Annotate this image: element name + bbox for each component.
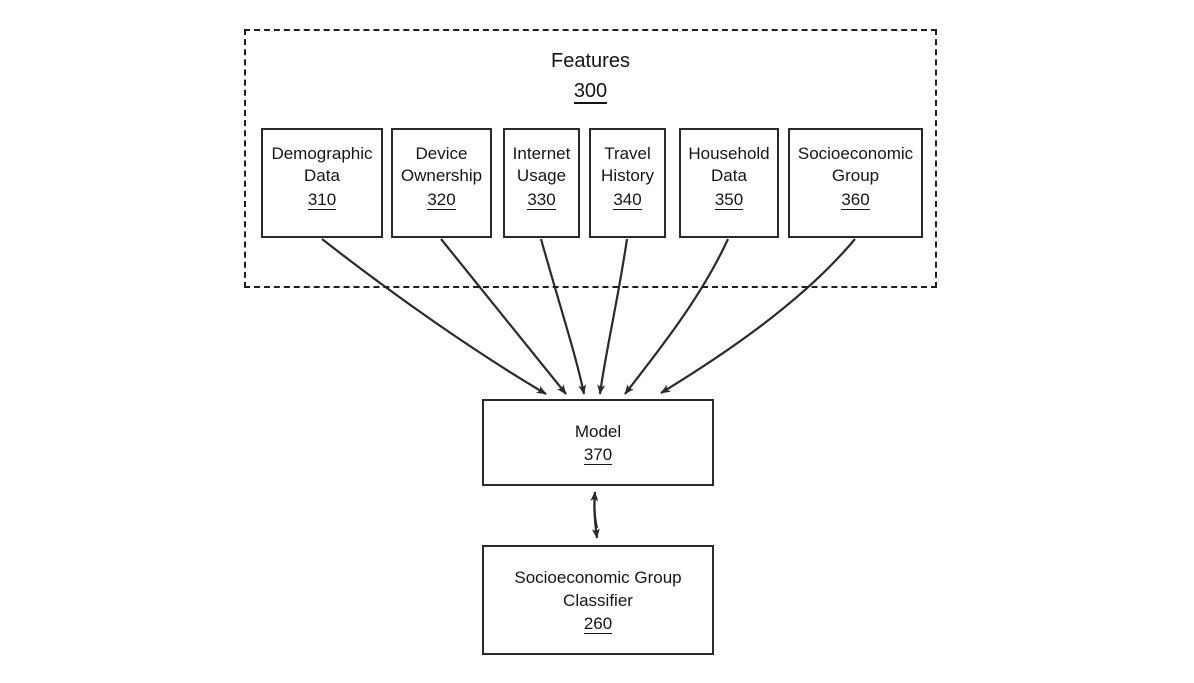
feature-box-travel-history-line1: Travel xyxy=(604,144,651,163)
feature-box-demographic-data-line2: Data xyxy=(304,166,340,185)
feature-box-travel-history[interactable]: Travel History 340 xyxy=(589,128,666,238)
classifier-node-line2: Classifier xyxy=(563,590,633,610)
feature-box-internet-usage-line2: Usage xyxy=(516,166,567,185)
feature-box-household-data-line2: Data xyxy=(711,166,747,185)
feature-box-travel-history-reference: 340 xyxy=(613,190,642,210)
feature-box-internet-usage-reference: 330 xyxy=(527,190,556,210)
feature-box-demographic-data[interactable]: Demographic Data 310 xyxy=(261,128,383,238)
feature-box-socioeconomic-group[interactable]: Socioeconomic Group 360 xyxy=(788,128,923,238)
feature-box-device-ownership[interactable]: Device Ownership 320 xyxy=(391,128,492,238)
feature-box-household-data-line1: Household xyxy=(688,144,770,163)
feature-box-internet-usage[interactable]: Internet Usage 330 xyxy=(503,128,580,238)
model-node-label: Model xyxy=(574,421,622,441)
socioeconomic-group-classifier-node[interactable]: Socioeconomic Group Classifier 260 xyxy=(482,545,714,655)
features-group-reference-value: 300 xyxy=(573,80,608,104)
arrow-classifier-to-model-up xyxy=(590,491,599,529)
classifier-node-reference: 260 xyxy=(583,613,613,634)
feature-box-internet-usage-line1: Internet xyxy=(512,144,571,163)
feature-box-device-ownership-line1: Device xyxy=(415,144,468,163)
feature-box-travel-history-line2: History xyxy=(601,166,654,185)
feature-box-socioeconomic-group-line2: Group xyxy=(831,166,880,185)
features-group-title: Features xyxy=(551,50,630,72)
model-node-reference: 370 xyxy=(583,444,613,465)
feature-box-socioeconomic-group-reference: 360 xyxy=(841,190,870,210)
feature-box-household-data[interactable]: Household Data 350 xyxy=(679,128,779,238)
feature-box-demographic-data-reference: 310 xyxy=(307,190,337,210)
feature-box-socioeconomic-group-line1: Socioeconomic xyxy=(797,144,914,163)
features-group-reference: 300 xyxy=(246,79,935,104)
feature-box-device-ownership-line2: Ownership xyxy=(400,166,483,185)
feature-box-demographic-data-line1: Demographic xyxy=(271,144,373,163)
model-node[interactable]: Model 370 xyxy=(482,399,714,486)
feature-box-household-data-reference: 350 xyxy=(714,190,744,210)
arrow-model-to-classifier-down xyxy=(591,491,600,539)
features-group-container: Features 300 xyxy=(244,29,937,288)
feature-box-device-ownership-reference: 320 xyxy=(427,190,456,210)
classifier-node-line1: Socioeconomic Group xyxy=(514,567,682,587)
